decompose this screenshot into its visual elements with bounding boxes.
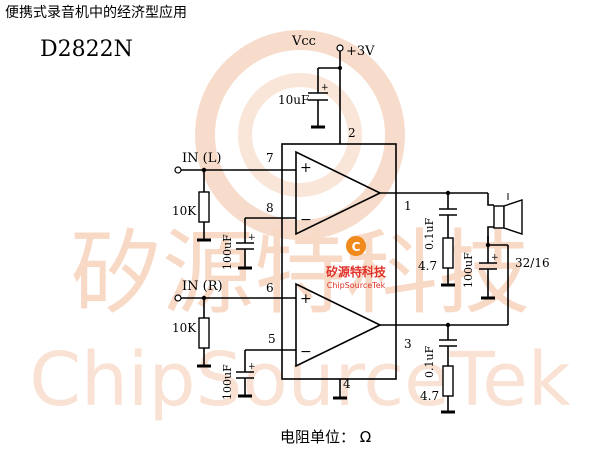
- watermark-cn-text: 矽源特科技: [70, 220, 530, 327]
- amp-right-plus: +: [300, 291, 312, 307]
- unit-note: 电阻单位： Ω: [280, 428, 371, 446]
- coupling-cap-value: 100uF: [462, 252, 475, 288]
- amp-left-plus: +: [300, 160, 312, 176]
- pin-6-label: 6: [266, 281, 274, 295]
- pin-7-label: 7: [266, 151, 274, 165]
- page-title: 便携式录音机中的经济型应用: [5, 4, 187, 21]
- pin-8-label: 8: [266, 201, 274, 215]
- resistor-right-input: [198, 317, 210, 349]
- amp-right-minus: −: [300, 344, 312, 360]
- snubber-res-right-value: 4.7: [420, 389, 439, 403]
- watermark: 矽源特科技 ChipSourceTek: [29, 30, 571, 423]
- logo-cn-text: 矽源特科技: [326, 264, 387, 279]
- vcc-label: Vcc: [291, 34, 316, 49]
- logo-en-text: ChipSourceTek: [327, 281, 386, 290]
- logo-mark: [346, 236, 366, 256]
- amplifier-right: [295, 282, 382, 368]
- svg-text:C: C: [352, 240, 361, 254]
- resistor-right-value: 10K: [172, 321, 197, 335]
- snubber-res-left-value: 4.7: [418, 259, 437, 273]
- snubber-res-left: [442, 237, 454, 269]
- snubber-cap-right-value: 0.1uF: [423, 345, 436, 378]
- chipsourcetek-logo: C 矽源特科技 ChipSourceTek: [326, 236, 387, 290]
- watermark-logo-ring: [195, 30, 405, 240]
- watermark-logo-inner: [238, 73, 362, 197]
- pin-5-label: 5: [268, 332, 276, 346]
- input-right-label: IN (R): [182, 279, 223, 294]
- pin-2-label: 2: [348, 126, 356, 140]
- resistor-left-value: 10K: [172, 204, 197, 218]
- supply-cap-value: 10uF: [278, 93, 309, 107]
- amp-left-minus: −: [300, 212, 312, 228]
- vcc-terminal: [336, 44, 344, 52]
- amplifier-left: [295, 150, 382, 236]
- snubber-cap-left-value: 0.1uF: [423, 217, 436, 250]
- fb-cap-left-value: 100uF: [221, 234, 234, 270]
- svg-text:+: +: [248, 233, 256, 243]
- input-left-label: IN (L): [182, 151, 221, 166]
- input-right-terminal: [174, 294, 182, 302]
- pin-3-label: 3: [404, 337, 412, 351]
- watermark-en-text: ChipSourceTek: [29, 337, 570, 423]
- fb-cap-right-value: 100uF: [221, 364, 234, 400]
- resistor-left-input: [198, 191, 210, 223]
- pin-1-label: 1: [404, 199, 412, 213]
- snubber-res-right: [442, 365, 454, 397]
- ic-body: [281, 143, 397, 380]
- speaker-body: [493, 205, 505, 229]
- svg-text:+: +: [321, 83, 329, 93]
- speaker-value: 32/16: [515, 256, 550, 270]
- svg-text:+: +: [491, 253, 499, 263]
- input-left-terminal: [174, 166, 182, 174]
- svg-text:+: +: [248, 362, 256, 372]
- vcc-voltage: +3V: [346, 44, 375, 59]
- part-number: D2822N: [40, 37, 133, 62]
- pin-4-label: 4: [343, 377, 351, 391]
- speaker-cone: [503, 199, 523, 235]
